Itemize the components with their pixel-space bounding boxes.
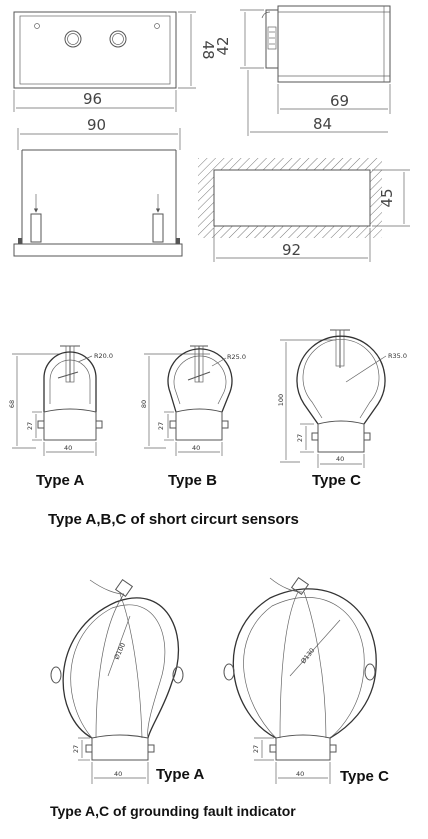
type-a-base-label: 40 — [64, 444, 72, 452]
dim-cutout-width: 92 — [282, 241, 301, 259]
type-c-caption: Type C — [312, 472, 361, 489]
dim-front-height: 48 — [199, 40, 217, 59]
side-view — [240, 5, 391, 136]
sensor-type-b-drawing — [144, 345, 233, 456]
type-c-base-label: 40 — [336, 455, 344, 463]
type-b-clamp-label: 27 — [157, 422, 165, 430]
type-c-height-label: 100 — [277, 394, 285, 406]
type-a-caption: Type A — [36, 472, 85, 489]
grounding-fault-indicator-caption: Type A,C of grounding fault indicator — [50, 803, 296, 819]
type-b-height-label: 80 — [140, 400, 148, 408]
indicator-c-caption: Type C — [340, 768, 389, 785]
sensor-type-a-drawing — [12, 345, 103, 456]
indicator-a-diameter-label: Ø100 — [113, 642, 128, 661]
indicator-type-c-drawing — [223, 576, 377, 784]
type-a-radius-label: R20.0 — [94, 352, 113, 360]
indicator-a-base-label: 40 — [114, 770, 122, 778]
front-view — [13, 11, 196, 112]
type-a-clamp-label: 27 — [26, 422, 34, 430]
sensor-type-c-drawing — [280, 329, 387, 468]
indicator-c-base-label: 40 — [296, 770, 304, 778]
bottom-view — [13, 128, 183, 257]
dim-side-depth-inner: 69 — [330, 92, 349, 110]
indicator-c-clamp-label: 27 — [252, 745, 260, 753]
type-c-clamp-label: 27 — [296, 434, 304, 442]
type-b-radius-label: R25.0 — [227, 353, 246, 361]
dim-side-height: 42 — [214, 36, 232, 55]
type-c-radius-label: R35.0 — [388, 352, 407, 360]
dim-bottom-width: 90 — [87, 116, 106, 134]
short-circuit-sensors-caption: Type A,B,C of short circurt sensors — [48, 511, 299, 528]
dim-side-depth-total: 84 — [313, 115, 332, 133]
indicator-a-caption: Type A — [156, 766, 205, 783]
dim-cutout-height: 45 — [378, 188, 396, 207]
dim-front-width: 96 — [83, 90, 102, 108]
indicator-type-a-drawing — [50, 578, 184, 784]
indicator-a-clamp-label: 27 — [72, 745, 80, 753]
panel-cutout-view — [198, 158, 410, 262]
type-a-height-label: 68 — [8, 400, 16, 408]
type-b-caption: Type B — [168, 472, 217, 489]
type-b-base-label: 40 — [192, 444, 200, 452]
